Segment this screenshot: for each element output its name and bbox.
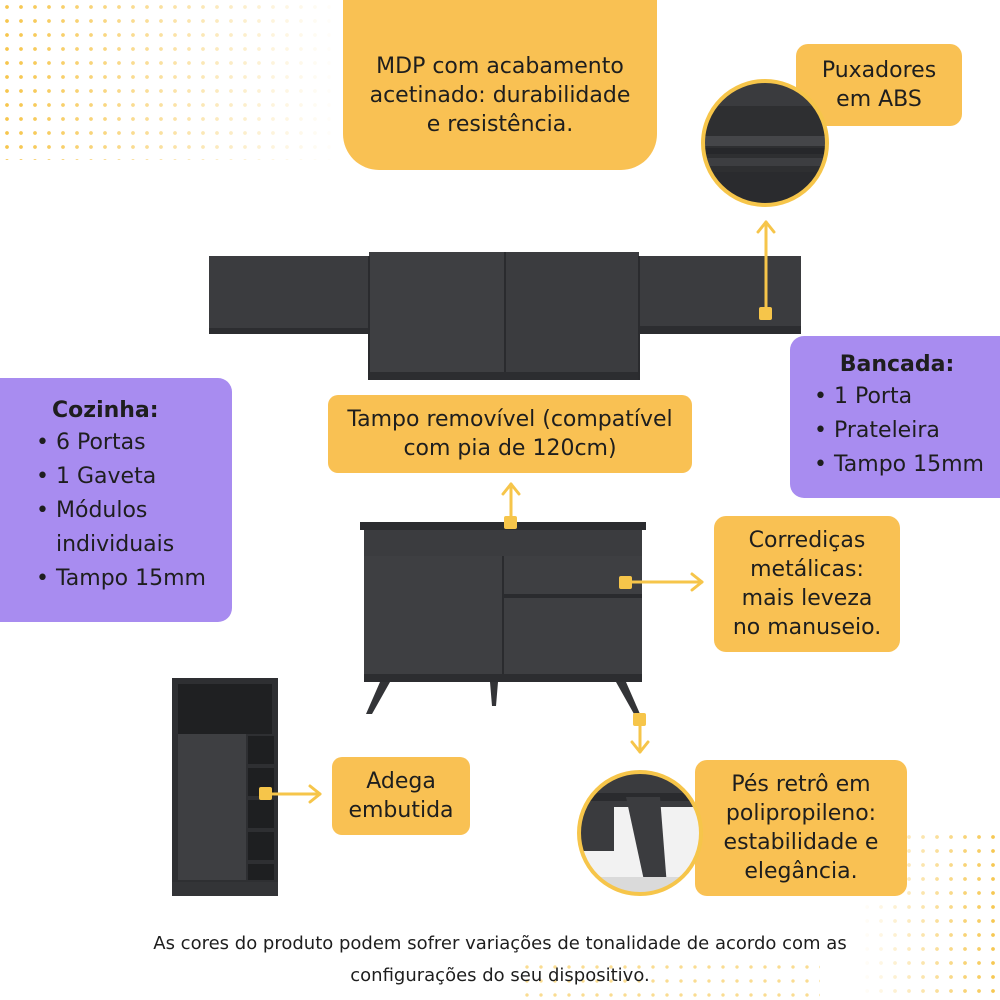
decorative-dot-pattern-bottom [520,960,820,1000]
feet-callout: Pés retrô em polipropileno: estabilidade… [695,760,907,896]
cozinha-feature-item: Tampo 15mm [34,562,232,596]
material-callout-line-3: e resistência. [426,111,574,137]
feet-callout-line-3: estabilidade e [723,830,879,855]
disclaimer-line-1: As cores do produto podem sofrer variaçõ… [153,933,847,954]
material-callout-line-1: MDP com acabamento [376,53,624,79]
countertop-callout-line-2: com pia de 120cm) [403,436,617,461]
bancada-callout: Bancada: 1 Porta Prateleira Tampo 15mm [790,336,1000,498]
decorative-dot-pattern-top-left [0,0,340,160]
slides-callout-line-3: mais leveza [741,586,873,611]
bancada-feature-item: Prateleira [812,414,1000,448]
feet-callout-line-1: Pés retrô em [731,772,871,797]
cozinha-callout: Cozinha: 6 Portas 1 Gaveta Módulos indiv… [0,378,232,622]
handles-callout-line-1: Puxadores [821,58,937,83]
feet-callout-line-2: polipropileno: [725,801,877,826]
wine-rack-callout: Adega embutida [332,757,470,835]
slides-callout-line-2: metálicas: [750,557,864,582]
slides-callout: Corrediças metálicas: mais leveza no man… [714,516,900,652]
bancada-feature-list: 1 Porta Prateleira Tampo 15mm [812,380,1000,482]
color-disclaimer: As cores do produto podem sofrer variaçõ… [60,928,940,992]
countertop-callout: Tampo removível (compatível com pia de 1… [328,395,692,473]
disclaimer-line-2: configurações do seu dispositivo. [350,965,650,986]
handles-callout: Puxadores em ABS [796,44,962,126]
material-callout: MDP com acabamento acetinado: durabilida… [343,0,657,170]
upper-cabinets-illustration [209,252,801,380]
bancada-title: Bancada: [839,352,955,377]
wine-callout-line-1: Adega [366,769,436,794]
feet-callout-line-4: elegância. [744,859,858,884]
bancada-feature-item: 1 Porta [812,380,1000,414]
cozinha-feature-item: 1 Gaveta [34,460,232,494]
material-callout-line-2: acetinado: durabilidade [369,82,631,108]
countertop-callout-line-1: Tampo removível (compatível [347,407,673,432]
cozinha-title: Cozinha: [52,398,159,423]
handle-zoom-circle [701,79,829,207]
cozinha-feature-item: Módulos individuais [34,494,184,562]
cozinha-feature-list: 6 Portas 1 Gaveta Módulos individuais Ta… [34,426,232,596]
base-cabinet-illustration [360,522,646,714]
slides-callout-line-1: Corrediças [748,528,866,553]
slides-callout-line-4: no manuseio. [732,615,882,640]
feet-zoom-circle [577,770,703,896]
wine-cabinet-illustration [172,678,278,896]
bancada-feature-item: Tampo 15mm [812,448,1000,482]
cozinha-feature-item: 6 Portas [34,426,232,460]
wine-callout-line-2: embutida [348,798,454,823]
handles-callout-line-2: em ABS [836,87,922,112]
